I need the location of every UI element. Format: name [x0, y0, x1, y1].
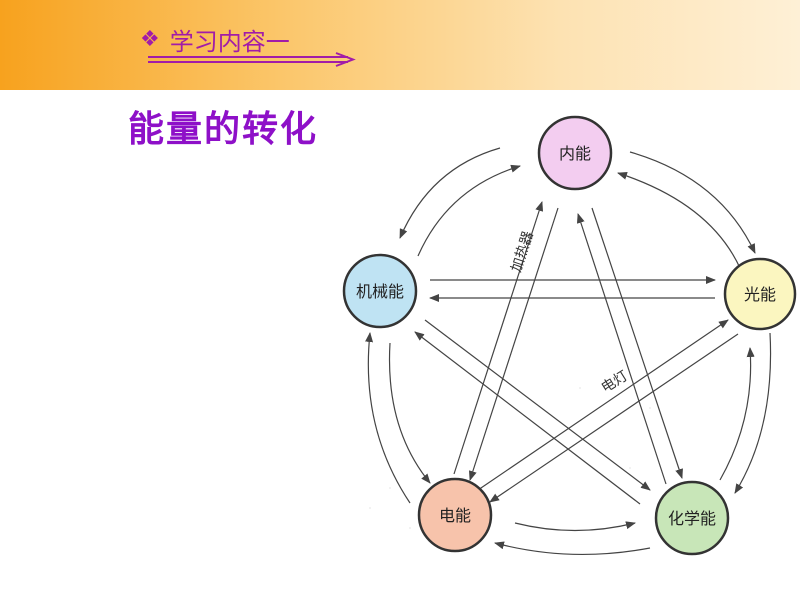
node-chemical-energy: 化学能	[654, 480, 730, 556]
underline-arrow-icon	[148, 52, 356, 67]
edge-label-lamp: 电灯	[599, 368, 631, 396]
node-label-internal: 内能	[559, 144, 591, 163]
node-label-chemical: 化学能	[668, 509, 716, 528]
section-title: 学习内容一	[169, 28, 290, 56]
node-label-mechanical: 机械能	[356, 282, 404, 301]
node-label-electric: 电能	[439, 506, 471, 525]
diamond-bullet-icon: ❖	[140, 27, 160, 52]
node-internal-energy: 内能	[537, 115, 613, 191]
page-title: 能量的转化	[128, 109, 319, 150]
node-mechanical-energy: 机械能	[342, 253, 418, 329]
section-heading: ❖ 学习内容一	[140, 22, 290, 57]
outer-arrows	[365, 147, 772, 555]
node-label-light: 光能	[744, 285, 776, 304]
header-band	[0, 0, 800, 90]
inner-arrows	[414, 201, 739, 505]
node-light-energy: 光能	[723, 257, 797, 331]
energy-conversion-diagram: 加热器 电灯 内能 光能 化学能 电能 机械能	[342, 115, 797, 556]
edge-label-heater: 加热器	[509, 229, 537, 274]
background-dots	[369, 387, 651, 529]
node-electric-energy: 电能	[417, 477, 493, 553]
